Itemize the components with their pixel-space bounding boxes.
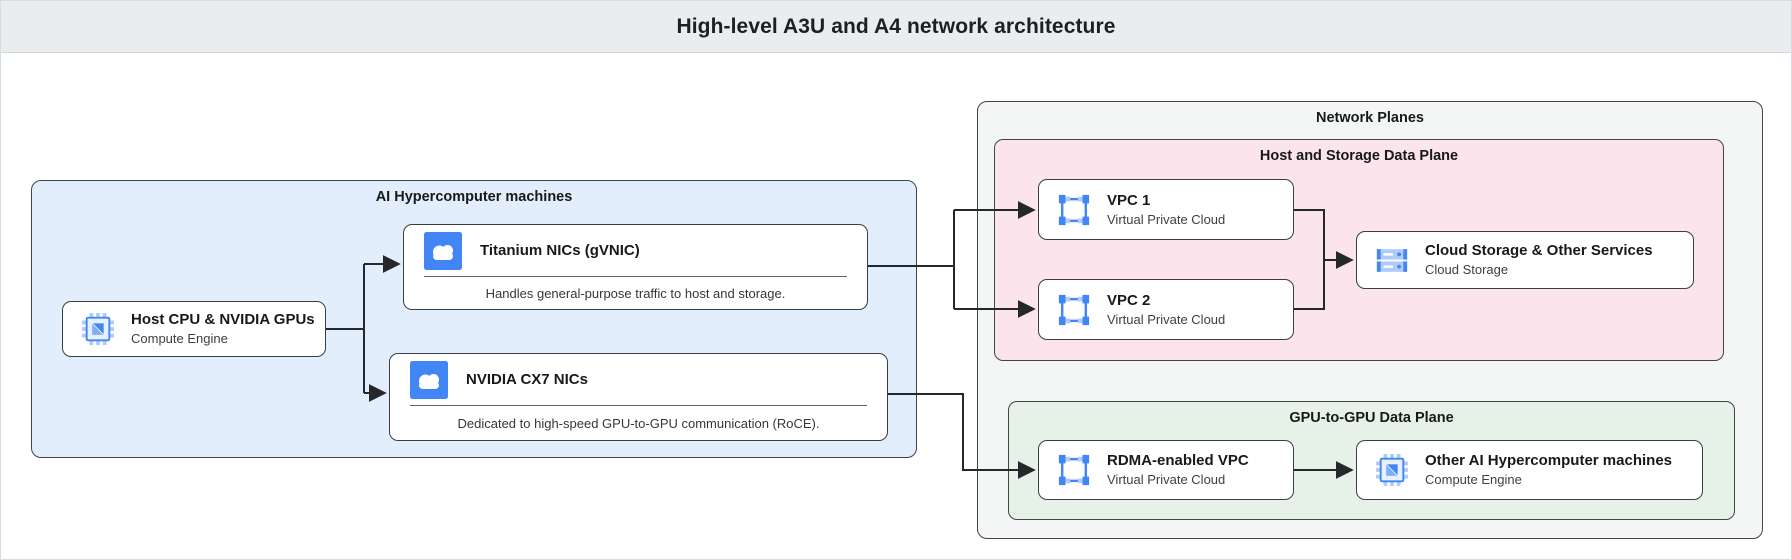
divider	[424, 276, 847, 277]
compute-engine-icon	[81, 312, 115, 346]
node-cloud-storage: Cloud Storage & Other Services Cloud Sto…	[1356, 231, 1694, 289]
nic-cloud-icon	[424, 231, 462, 270]
group-label: Host and Storage Data Plane	[1259, 148, 1459, 164]
compute-engine-icon	[1375, 453, 1409, 487]
node-nvidia-cx7-nics: NVIDIA CX7 NICs Dedicated to high-speed …	[389, 353, 888, 441]
cloud-storage-icon	[1375, 246, 1409, 275]
node-description: Dedicated to high-speed GPU-to-GPU commu…	[457, 415, 820, 431]
node-titanium-nics: Titanium NICs (gVNIC) Handles general-pu…	[403, 224, 868, 310]
page-title: High-level A3U and A4 network architectu…	[676, 14, 1116, 38]
node-subtitle: Virtual Private Cloud	[1107, 472, 1226, 488]
diagram-title-bar: High-level A3U and A4 network architectu…	[1, 1, 1791, 53]
group-label: Network Planes	[1316, 110, 1424, 126]
node-other-ai-machines: Other AI Hypercomputer machines Compute …	[1356, 440, 1703, 500]
node-subtitle: Virtual Private Cloud	[1107, 211, 1226, 227]
node-title: RDMA-enabled VPC	[1107, 452, 1249, 470]
node-vpc-1: VPC 1 Virtual Private Cloud	[1038, 179, 1294, 240]
nic-cloud-icon	[410, 360, 448, 399]
node-title: Titanium NICs (gVNIC)	[480, 242, 640, 259]
group-label: GPU-to-GPU Data Plane	[1289, 410, 1454, 426]
node-title: NVIDIA CX7 NICs	[466, 371, 588, 388]
vpc-icon	[1057, 293, 1091, 327]
node-host-cpu-gpus: Host CPU & NVIDIA GPUs Compute Engine	[62, 301, 326, 357]
group-label: AI Hypercomputer machines	[375, 189, 573, 205]
node-rdma-enabled-vpc: RDMA-enabled VPC Virtual Private Cloud	[1038, 440, 1294, 500]
vpc-icon	[1057, 453, 1091, 487]
node-vpc-2: VPC 2 Virtual Private Cloud	[1038, 279, 1294, 340]
node-subtitle: Compute Engine	[1425, 472, 1522, 488]
node-subtitle: Virtual Private Cloud	[1107, 311, 1226, 327]
node-subtitle: Compute Engine	[131, 331, 228, 347]
node-title: Other AI Hypercomputer machines	[1425, 452, 1673, 470]
node-title: VPC 1	[1107, 191, 1151, 209]
divider	[410, 405, 867, 406]
node-title: Host CPU & NVIDIA GPUs	[131, 311, 315, 329]
vpc-icon	[1057, 193, 1091, 227]
node-title: VPC 2	[1107, 291, 1151, 309]
node-subtitle: Cloud Storage	[1425, 262, 1509, 278]
node-description: Handles general-purpose traffic to host …	[485, 285, 786, 301]
node-title: Cloud Storage & Other Services	[1425, 242, 1653, 260]
